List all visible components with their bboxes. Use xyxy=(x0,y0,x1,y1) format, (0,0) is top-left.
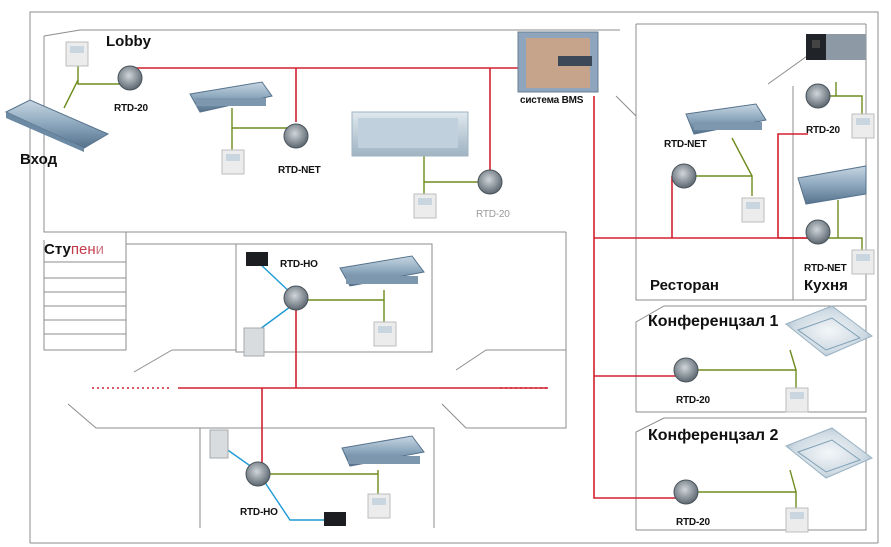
ceiling-unit-entrance xyxy=(4,99,110,152)
controller-ho-bottom xyxy=(367,493,391,519)
device-label-rtd20-lobby-2: RTD-20 xyxy=(476,209,510,220)
rtd-node-restaurant xyxy=(671,163,697,189)
controller-lobby-2 xyxy=(221,149,245,175)
rtd-node-lobby xyxy=(117,65,143,91)
kitchen-diag xyxy=(767,53,811,85)
rtd-nodes xyxy=(117,65,831,505)
controller-kitchen xyxy=(851,249,875,275)
sensor-door-bottom xyxy=(209,429,229,459)
cassette-unit-conf2 xyxy=(785,427,873,479)
sensor-top xyxy=(246,252,268,266)
device-label-rtd20-lobby: RTD-20 xyxy=(114,103,148,114)
walls xyxy=(29,11,879,544)
rtd-node-kitchen xyxy=(805,219,831,245)
controller-restaurant xyxy=(741,197,765,223)
device-label-rtdnet-lobby: RTD-NET xyxy=(278,165,321,176)
device-label-rtd20-kitchen: RTD-20 xyxy=(806,125,840,136)
conf2-room xyxy=(635,417,867,531)
duct-unit-lobby xyxy=(189,81,273,113)
lobby-wall xyxy=(43,36,566,233)
bms-bus xyxy=(92,67,808,499)
duct-unit-restaurant xyxy=(685,103,767,135)
lobby-top-wall xyxy=(43,29,620,37)
room-ho-bottom xyxy=(199,427,435,528)
device-label-rtd20-conf2: RTD-20 xyxy=(676,517,710,528)
room-lower-left xyxy=(67,403,200,429)
bms-label: система BMS xyxy=(520,95,584,106)
corridor-diag-right xyxy=(455,349,487,371)
control-wires xyxy=(63,60,863,508)
bms-monitor xyxy=(517,31,599,93)
sensor-door-top xyxy=(243,327,265,357)
rtd-node-lobby-net xyxy=(283,123,309,149)
device-label-rtdnet-restaurant: RTD-NET xyxy=(664,139,707,150)
room-label-kitchen: Кухня xyxy=(804,277,848,294)
room-label-conf2: Конференцзал 2 xyxy=(648,427,779,444)
rtd-node-conf2 xyxy=(673,479,699,505)
outer-wall-top xyxy=(29,11,879,543)
device-label-rtdho-bottom: RTD-HO xyxy=(240,507,278,518)
controller-kitchen-top xyxy=(851,113,875,139)
controller-lobby xyxy=(65,41,89,67)
room-label-conf1: Конференцзал 1 xyxy=(648,313,779,330)
stairs-box xyxy=(43,240,127,351)
rtd-node-ho-top xyxy=(283,285,309,311)
controller-conf1 xyxy=(785,387,809,413)
rtd-node-ho-bottom xyxy=(245,461,271,487)
duct-unit-ho-bottom xyxy=(341,435,425,467)
bms-diag xyxy=(615,95,637,117)
lower-corridor xyxy=(441,403,567,429)
room-ho-top xyxy=(235,243,433,353)
room-label-stairs: Ступени xyxy=(44,241,105,258)
device-label-rtdho-top: RTD-HO xyxy=(280,259,318,270)
room-label-restaurant: Ресторан xyxy=(650,277,719,294)
duct-unit-kitchen-top xyxy=(806,34,866,60)
controller-ho-top xyxy=(373,321,397,347)
rtd-node-kitchen-top xyxy=(805,83,831,109)
duct-unit-kitchen xyxy=(797,165,867,205)
cassette-unit-conf1 xyxy=(785,305,873,357)
rtd-node-conf1 xyxy=(673,357,699,383)
duct-unit-ho-top xyxy=(339,255,425,287)
corridor-diag-left xyxy=(133,349,173,373)
room-label-lobby: Lobby xyxy=(106,33,151,50)
duct-unit-lobby-large xyxy=(351,111,469,157)
device-label-rtd20-conf1: RTD-20 xyxy=(676,395,710,406)
controller-lobby-3 xyxy=(413,193,437,219)
device-label-rtdnet-kitchen: RTD-NET xyxy=(804,263,847,274)
room-label-entrance: Вход xyxy=(20,151,58,168)
sensor-bottom xyxy=(324,512,346,526)
rtd-node-lobby-20 xyxy=(477,169,503,195)
restaurant-block xyxy=(635,24,866,301)
controller-conf2 xyxy=(785,507,809,533)
conf1-room xyxy=(635,305,867,413)
